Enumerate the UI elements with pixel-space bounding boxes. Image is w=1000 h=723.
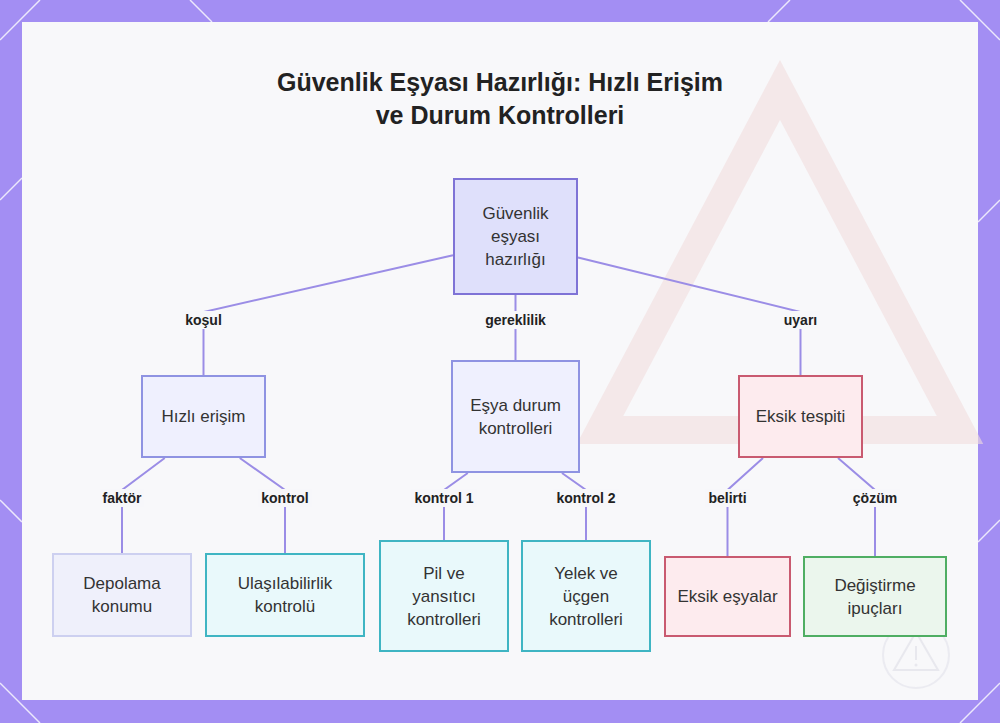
warning-box: Eksik tespiti [738,375,863,458]
topic-box: Eşya durum kontrolleri [451,360,580,473]
node-label: Eksik tespiti [756,405,846,428]
node-label: Güvenlik eşyası hazırlığı [465,202,566,271]
topic-box: Hızlı erişim [141,375,266,458]
node-label: Yelek ve üçgen kontrolleri [533,562,639,631]
node-label: Depolama konumu [64,572,180,618]
node-label: Pil ve yansıtıcı kontrolleri [391,562,497,631]
node-label: Ulaşılabilirlik kontrolü [217,572,353,618]
connector [204,255,454,375]
edge-label: koşul [182,311,225,329]
diagram-title: Güvenlik Eşyası Hazırlığı: Hızlı Erişim … [265,66,735,132]
edge-label: kontrol [258,489,311,507]
detail-box: Depolama konumu [52,553,192,637]
edge-label: faktör [100,489,145,507]
connector [728,458,764,556]
detail-box: Ulaşılabilirlik kontrolü [205,553,365,637]
edge-label: gereklilik [482,311,549,329]
edge-label: kontrol 1 [411,489,476,507]
edge-label: uyarı [781,311,820,329]
edge-label: belirti [705,489,749,507]
connector [578,258,801,375]
node-label: Hızlı erişim [161,405,245,428]
edge-label: çözüm [850,489,900,507]
node-label: Değiştirme ipuçları [815,574,935,620]
node-label: Eksik eşyalar [677,585,777,608]
connector [838,458,875,556]
node-label: Eşya durum kontrolleri [463,394,568,440]
edge-label: kontrol 2 [553,489,618,507]
detail-box: Pil ve yansıtıcı kontrolleri [379,540,509,652]
panel [22,22,978,700]
root-box: Güvenlik eşyası hazırlığı [453,178,578,295]
solution-box: Değiştirme ipuçları [803,556,947,637]
warning-detail-box: Eksik eşyalar [664,556,791,637]
detail-box: Yelek ve üçgen kontrolleri [521,540,651,652]
